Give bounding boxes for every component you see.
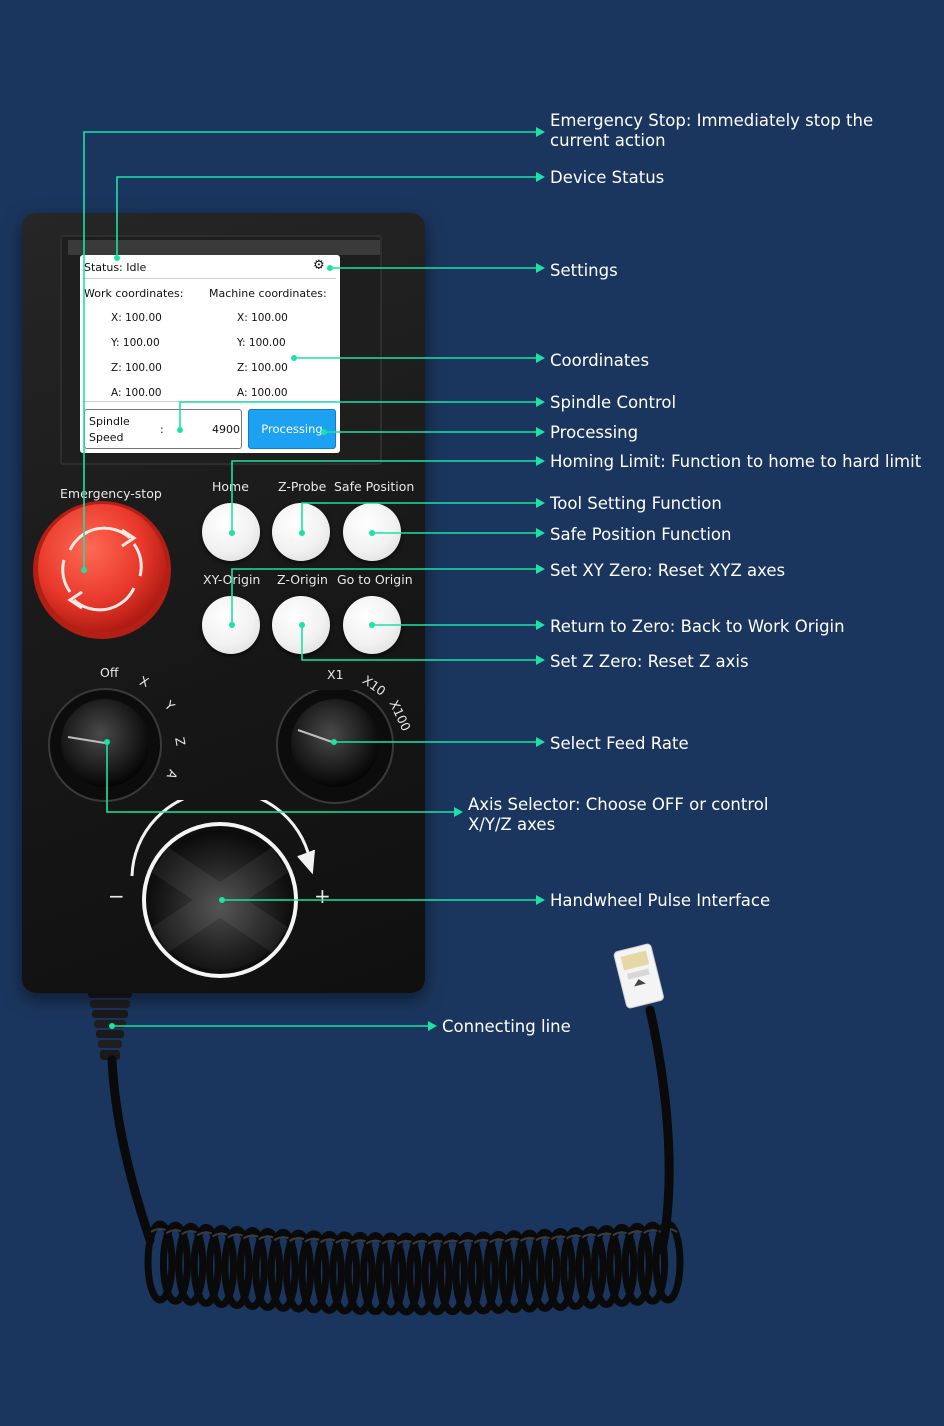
rotation-arrow-icon bbox=[130, 800, 312, 877]
callout-safe-position: Safe Position Function bbox=[550, 525, 732, 544]
zprobe-label: Z-Probe bbox=[278, 479, 327, 494]
coil-loop bbox=[375, 1232, 407, 1316]
coil-loop bbox=[575, 1225, 607, 1309]
safe-position-label: Safe Position bbox=[334, 479, 415, 494]
callout-homing-limit: Homing Limit: Function to home to hard l… bbox=[550, 452, 922, 471]
go-to-origin-label: Go to Origin bbox=[337, 572, 413, 587]
coil-loop bbox=[560, 1226, 592, 1310]
callout-processing: Processing bbox=[550, 423, 639, 442]
callout-spindle-control: Spindle Control bbox=[550, 393, 677, 412]
work-coordinates-header: Work coordinates: bbox=[84, 287, 184, 300]
machine-x: X: 100.00 bbox=[237, 312, 288, 324]
coil-loop bbox=[390, 1232, 422, 1316]
screen-bezel-top bbox=[68, 240, 380, 255]
axis-off-label: Off bbox=[100, 665, 119, 680]
coil-loop bbox=[267, 1228, 299, 1312]
callout-axis-selector: Axis Selector: Choose OFF or control X/Y… bbox=[468, 795, 769, 834]
coil-loop bbox=[436, 1232, 468, 1316]
coil-loop bbox=[513, 1229, 545, 1313]
work-x: X: 100.00 bbox=[111, 312, 162, 324]
status-text: Status: Idle bbox=[84, 261, 147, 274]
coil-loop bbox=[329, 1231, 361, 1315]
machine-z: Z: 100.00 bbox=[237, 362, 288, 374]
callout-emergency-stop: Emergency Stop: Immediately stop the cur… bbox=[550, 111, 874, 150]
coil-loop bbox=[159, 1221, 191, 1305]
callout-handwheel: Handwheel Pulse Interface bbox=[550, 891, 771, 910]
rotate-arrows-icon bbox=[61, 526, 143, 612]
callout-settings: Settings bbox=[550, 261, 618, 280]
coil-loop bbox=[421, 1232, 453, 1316]
coil-loop bbox=[313, 1230, 345, 1314]
coil-loop bbox=[452, 1231, 484, 1315]
machine-a: A: 100.00 bbox=[237, 387, 288, 399]
spindle-colon: : bbox=[160, 423, 164, 436]
spindle-speed-label: Spindle Speed bbox=[89, 415, 130, 444]
cable-lead bbox=[107, 1055, 155, 1245]
coil-loop bbox=[606, 1223, 638, 1307]
coil-loop bbox=[529, 1228, 561, 1312]
callout-set-xy-zero: Set XY Zero: Reset XYZ axes bbox=[550, 561, 786, 580]
machine-y: Y: 100.00 bbox=[237, 337, 286, 349]
estop-label: Emergency-stop bbox=[60, 486, 162, 501]
coil-loop bbox=[206, 1224, 238, 1308]
callout-coordinates: Coordinates bbox=[550, 351, 650, 370]
spindle-speed-value: 4900 bbox=[212, 423, 240, 436]
coil-loop bbox=[360, 1232, 392, 1316]
z-origin-label: Z-Origin bbox=[277, 572, 328, 587]
coil-loop bbox=[544, 1227, 576, 1311]
coil-loop bbox=[236, 1226, 268, 1310]
work-y: Y: 100.00 bbox=[111, 337, 160, 349]
cable-coils bbox=[144, 1220, 684, 1316]
callout-set-z-zero: Set Z Zero: Reset Z axis bbox=[550, 652, 749, 671]
coil-loop bbox=[406, 1232, 438, 1316]
coil-loop bbox=[283, 1229, 315, 1313]
coil-loop bbox=[637, 1221, 669, 1305]
callout-feed-rate: Select Feed Rate bbox=[550, 734, 689, 753]
spindle-speed-field[interactable] bbox=[84, 409, 242, 449]
coil-loop bbox=[175, 1222, 207, 1306]
coil-loop bbox=[621, 1222, 653, 1306]
coil-loop bbox=[298, 1230, 330, 1314]
callout-return-to-zero: Return to Zero: Back to Work Origin bbox=[550, 617, 845, 636]
coil-loop bbox=[344, 1231, 376, 1315]
coil-loop bbox=[590, 1224, 622, 1308]
coil-loop bbox=[221, 1225, 253, 1309]
rate-x1-label: X1 bbox=[327, 667, 344, 682]
cable-lead-right bbox=[645, 1005, 674, 1255]
screen-divider bbox=[82, 278, 336, 279]
coil-loop bbox=[483, 1230, 515, 1314]
minus-label: − bbox=[108, 884, 125, 908]
rj-plug bbox=[613, 943, 664, 1009]
callout-connecting-line: Connecting line bbox=[442, 1017, 571, 1036]
plus-label: + bbox=[314, 884, 331, 908]
work-a: A: 100.00 bbox=[111, 387, 162, 399]
coil-loop bbox=[190, 1223, 222, 1307]
home-label: Home bbox=[212, 479, 249, 494]
callout-tool-setting: Tool Setting Function bbox=[550, 494, 722, 513]
coil-loop bbox=[252, 1227, 284, 1311]
coil-loop bbox=[467, 1231, 499, 1315]
gear-icon[interactable]: ⚙ bbox=[313, 258, 325, 273]
callout-device-status: Device Status bbox=[550, 168, 665, 187]
processing-button[interactable]: Processing bbox=[248, 409, 336, 449]
coil-loop bbox=[144, 1220, 176, 1304]
coil-loop bbox=[498, 1230, 530, 1314]
work-z: Z: 100.00 bbox=[111, 362, 162, 374]
machine-coordinates-header: Machine coordinates: bbox=[209, 287, 327, 300]
emergency-stop-button[interactable] bbox=[30, 500, 175, 642]
